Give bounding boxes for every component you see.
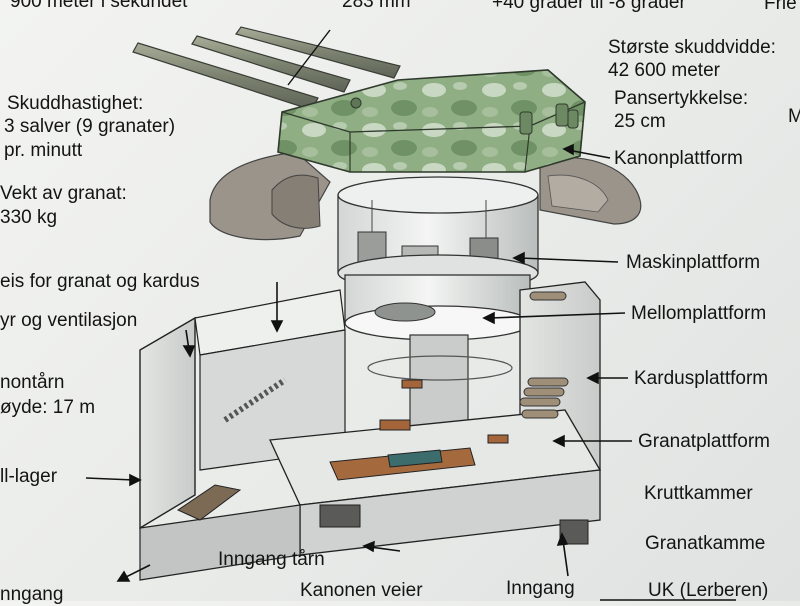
tower-label: nontårn xyxy=(0,372,65,393)
entrance-label: Inngang xyxy=(506,578,575,599)
range-value: 42 600 meter xyxy=(608,60,720,81)
hoist-label: eis for granat og kardus xyxy=(0,271,200,292)
shell-weight-title: Vekt av granat: xyxy=(0,183,127,204)
bottom-right-cut-label: UK (Lerberen) xyxy=(648,580,769,601)
top-right-cut-label: Frie xyxy=(764,0,797,14)
turret-housing xyxy=(277,69,586,173)
cartridge-rolls xyxy=(519,291,569,419)
tower-height-label: øyde: 17 m xyxy=(0,397,96,418)
range-title: Største skuddvidde: xyxy=(608,37,776,58)
storage-label: ll-lager xyxy=(0,466,58,487)
middle-platform-cylinder xyxy=(344,274,532,341)
shell-rack xyxy=(329,379,509,481)
firing-rate-line3: pr. minutt xyxy=(4,140,83,161)
ring-rail xyxy=(367,355,513,381)
leader-lines xyxy=(85,143,736,601)
shell-chamber-label: Granatkamme xyxy=(645,533,766,554)
elevation-label: +40 grader til -8 grader xyxy=(492,0,686,13)
powder-chamber-label: Kruttkammer xyxy=(644,483,753,504)
caliber-label: 283 mm xyxy=(342,0,411,12)
cartridge-platform-label: Kardusplattform xyxy=(634,368,769,389)
shell-weight-value: 330 kg xyxy=(0,207,58,228)
gun-barrels xyxy=(132,26,401,111)
ventilation-label: yr og ventilasjon xyxy=(0,310,138,331)
shell-platform-label: Granatplattform xyxy=(638,431,770,452)
machine-platform-cylinder xyxy=(337,176,539,292)
gun-platform-label: Kanonplattform xyxy=(614,148,743,169)
middle-platform-label: Mellomplattform xyxy=(631,303,767,324)
bottom-left-cut-label: nngang xyxy=(0,584,64,605)
firing-rate-line2: 3 salver (9 granater) xyxy=(4,116,176,137)
far-right-cut-label: M xyxy=(788,106,800,127)
armor-title: Pansertykkelse: xyxy=(614,88,749,109)
machine-platform-label: Maskinplattform xyxy=(626,252,761,273)
armor-value: 25 cm xyxy=(614,111,666,132)
tower-entrance-label: Inngang tårn xyxy=(218,549,325,570)
earth-mound xyxy=(209,151,642,241)
firing-rate-title: Skuddhastighet: xyxy=(7,93,144,114)
muzzle-speed-label: 900 meter i sekundet xyxy=(10,0,188,12)
road-label: Kanonen veier xyxy=(300,580,423,601)
